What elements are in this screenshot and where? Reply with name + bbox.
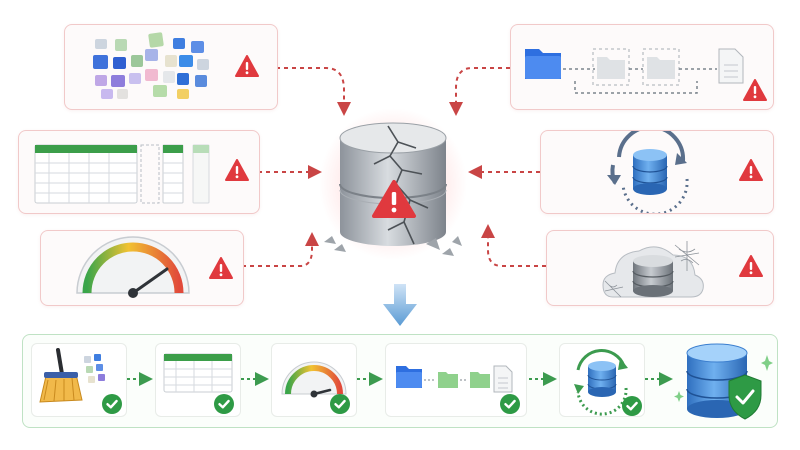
broom-icon bbox=[39, 348, 83, 403]
warning-icon bbox=[209, 257, 233, 279]
spreadsheet-icon bbox=[163, 353, 233, 393]
warning-icon bbox=[372, 180, 416, 218]
gauge-icon bbox=[76, 236, 190, 298]
folder-chain-icon bbox=[396, 365, 513, 393]
check-icon bbox=[100, 392, 124, 416]
warning-icon bbox=[739, 159, 763, 181]
arrow-folder-chain bbox=[449, 67, 510, 116]
solution-step-connected-folders bbox=[385, 343, 527, 417]
sorted-tiles-icon bbox=[84, 354, 105, 383]
solution-panel bbox=[22, 334, 778, 428]
warning-icon bbox=[225, 159, 249, 181]
cobweb-cloud-icon bbox=[602, 241, 704, 298]
solution-step-synced-database bbox=[559, 343, 645, 417]
down-arrow-icon bbox=[383, 284, 417, 326]
sync-database-icon bbox=[574, 349, 628, 416]
shield-database-icon bbox=[686, 343, 762, 420]
check-icon bbox=[212, 392, 236, 416]
problem-card-folder-chain bbox=[510, 24, 774, 110]
check-icon bbox=[328, 392, 352, 416]
gauge-icon bbox=[281, 361, 347, 398]
scattered-tiles-icon bbox=[93, 32, 209, 99]
folder-chain-icon bbox=[525, 48, 744, 94]
problem-card-slow-performance bbox=[40, 230, 244, 306]
warning-icon bbox=[235, 55, 259, 77]
arrow-scattered-files bbox=[276, 67, 351, 116]
solution-connectors bbox=[127, 372, 673, 386]
warning-icon bbox=[743, 79, 767, 101]
check-icon bbox=[498, 392, 522, 416]
problem-card-cobweb-cloud bbox=[546, 230, 774, 306]
spreadsheet-icon bbox=[34, 144, 210, 204]
warning-icon bbox=[739, 255, 763, 277]
problem-card-scattered-files bbox=[64, 24, 278, 110]
sync-database-icon bbox=[607, 131, 689, 213]
solution-step-tuned-gauge bbox=[271, 343, 357, 417]
problem-card-sync-cycle bbox=[540, 130, 774, 214]
arrow-slow-performance bbox=[242, 232, 319, 267]
cracked-database-icon bbox=[319, 108, 467, 260]
solution-step-structured-table bbox=[155, 343, 241, 417]
check-icon bbox=[620, 394, 644, 416]
solution-step-secured-database bbox=[673, 337, 773, 423]
sparkle-icon bbox=[674, 355, 773, 402]
arrow-cobweb-cloud bbox=[481, 224, 546, 267]
problem-card-fragmented-tables bbox=[18, 130, 260, 214]
solution-step-cleanup bbox=[31, 343, 127, 417]
